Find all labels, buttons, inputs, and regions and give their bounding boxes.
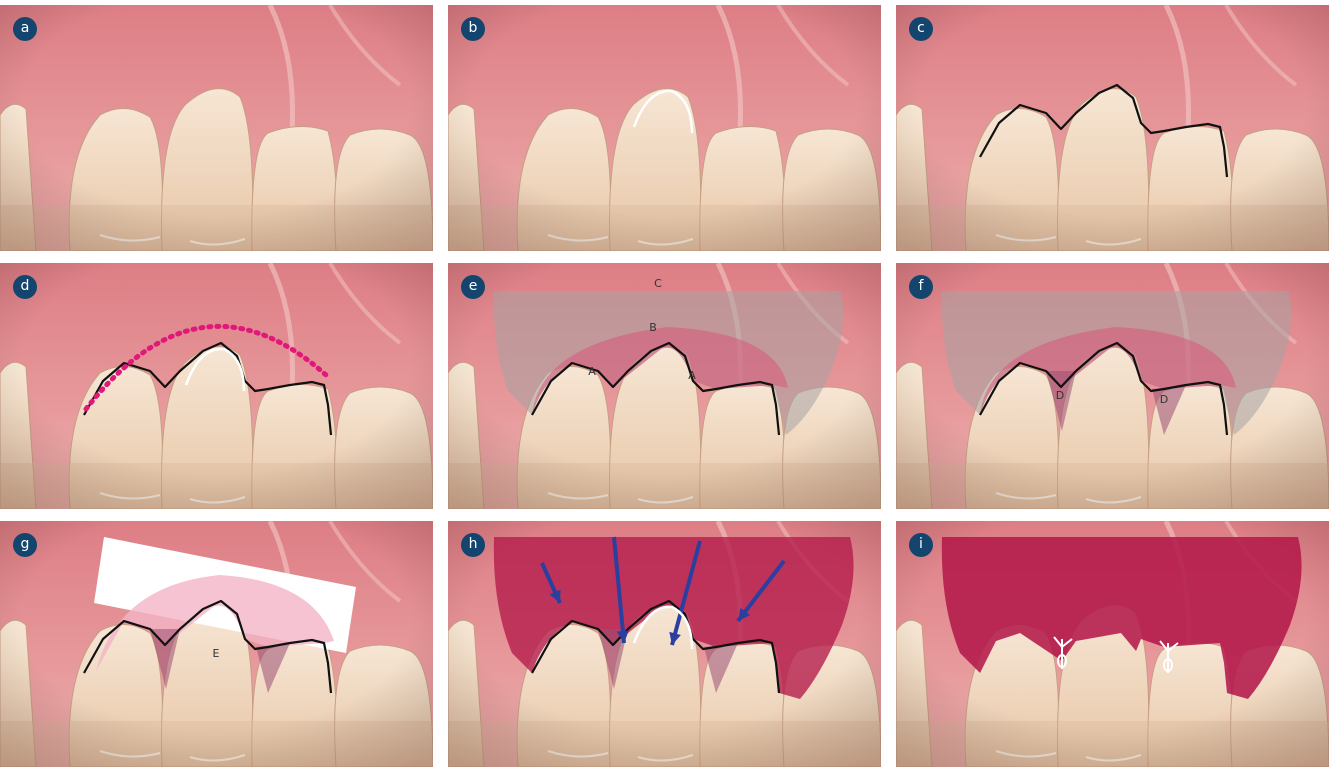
panel-d-illustration bbox=[0, 263, 433, 509]
panel-c: c bbox=[896, 5, 1329, 251]
vignette bbox=[448, 5, 881, 251]
panel-h: h bbox=[448, 521, 881, 767]
panel-h-illustration bbox=[448, 521, 881, 767]
region-label-a: A bbox=[588, 365, 596, 378]
vignette bbox=[0, 521, 433, 767]
panel-a-illustration bbox=[0, 5, 433, 251]
panel-b: b bbox=[448, 5, 881, 251]
panel-d: d bbox=[0, 263, 433, 509]
panel-d-badge: d bbox=[13, 275, 37, 299]
panel-f-badge: f bbox=[909, 275, 933, 299]
panel-b-badge: b bbox=[461, 17, 485, 41]
panel-h-badge: h bbox=[461, 533, 485, 557]
vignette bbox=[0, 5, 433, 251]
region-label-b: B bbox=[649, 321, 657, 334]
region-label-d: D bbox=[1160, 393, 1168, 406]
panel-c-badge: c bbox=[909, 17, 933, 41]
panel-i-badge: i bbox=[909, 533, 933, 557]
vignette bbox=[896, 5, 1329, 251]
panel-g-badge: g bbox=[13, 533, 37, 557]
panel-i-illustration bbox=[896, 521, 1329, 767]
vignette bbox=[0, 263, 433, 509]
panel-g-illustration: E bbox=[0, 521, 433, 767]
panel-a-badge: a bbox=[13, 17, 37, 41]
panel-e-illustration: C B A A bbox=[448, 263, 881, 509]
region-label-c: C bbox=[654, 277, 662, 290]
panel-c-illustration bbox=[896, 5, 1329, 251]
panel-i: i bbox=[896, 521, 1329, 767]
panel-a: a bbox=[0, 5, 433, 251]
region-label-a: A bbox=[688, 369, 696, 382]
panel-b-illustration bbox=[448, 5, 881, 251]
region-label-d: D bbox=[1056, 389, 1064, 402]
panel-e-badge: e bbox=[461, 275, 485, 299]
region-label-e: E bbox=[213, 647, 220, 660]
